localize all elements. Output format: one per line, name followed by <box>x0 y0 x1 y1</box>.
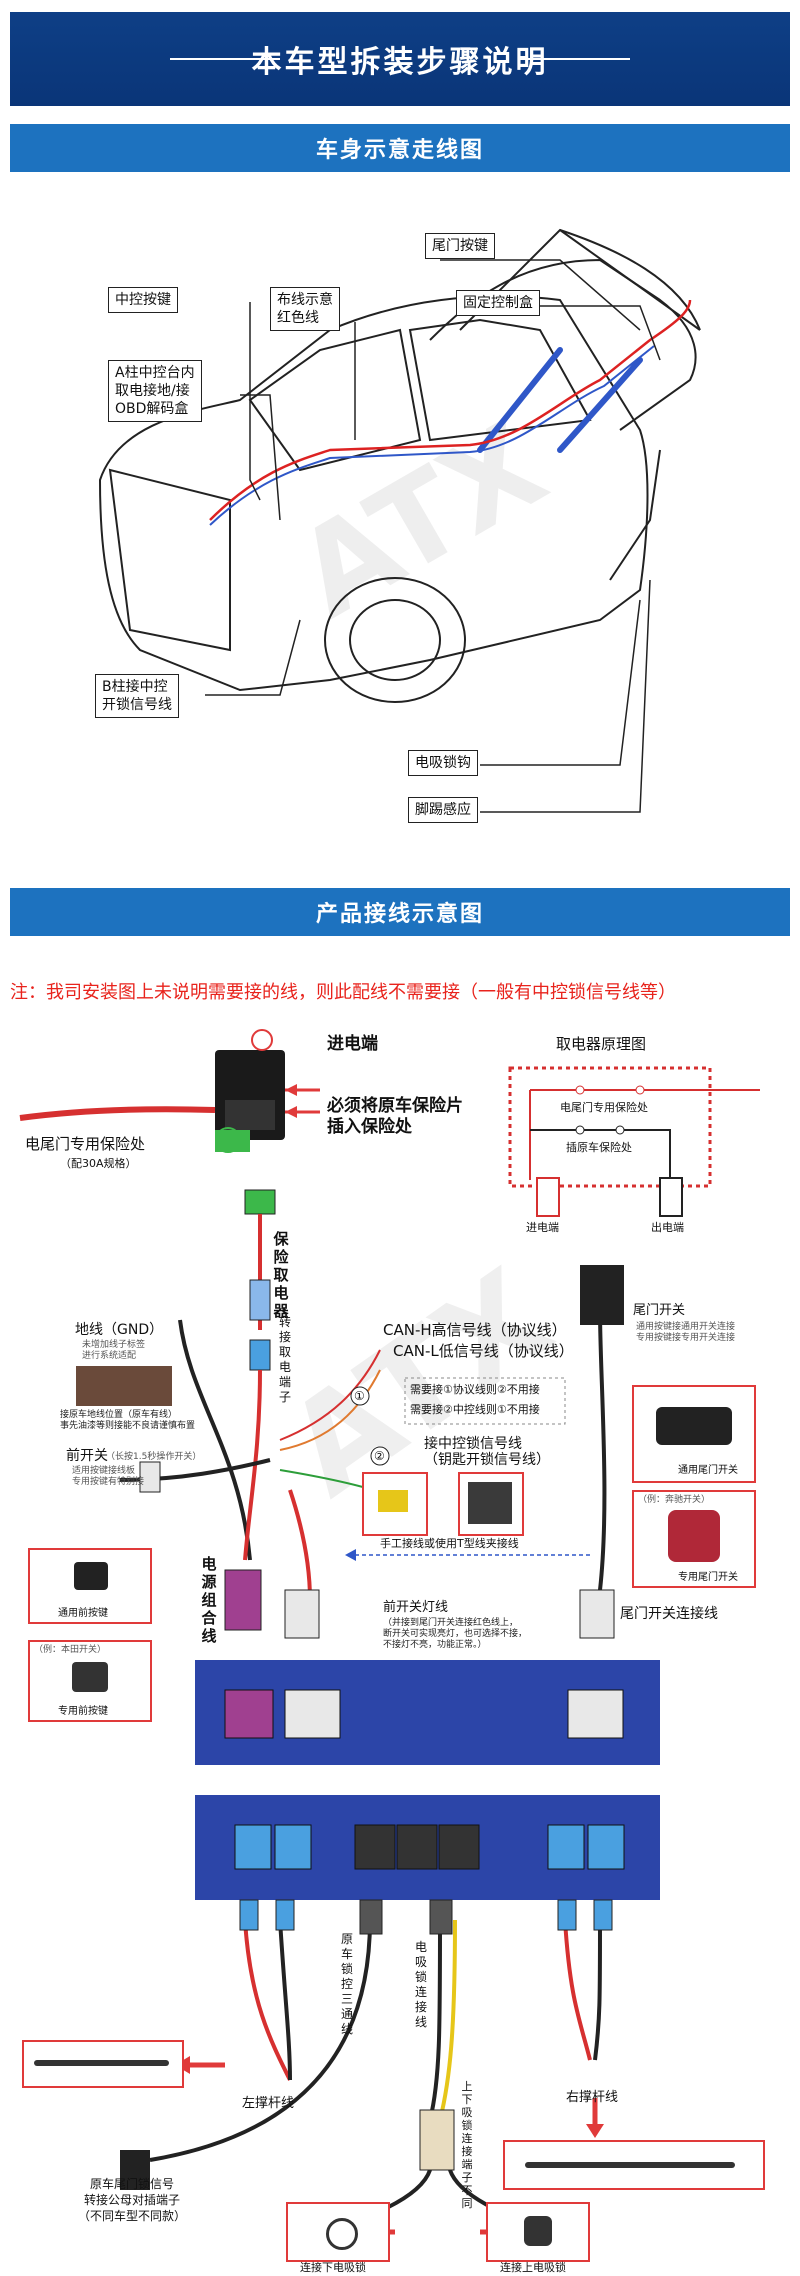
label-b-pillar: B柱接中控 开锁信号线 <box>95 674 179 718</box>
label-front-switch-note: （长按1.5秒操作开关） <box>106 1452 202 1462</box>
label-protocol-note1: 需要接①协议线则②不用接 <box>410 1383 540 1396</box>
section-wiring-title: 产品接线示意图 <box>10 888 790 936</box>
example-orig-caption: （例：本田开关） <box>34 1645 107 1655</box>
label-power-combo: 电源组合线 <box>201 1555 217 1645</box>
header-rule-right <box>520 58 630 60</box>
lower-lock-image <box>286 2202 390 2262</box>
label-fixed-box: 固定控制盒 <box>456 290 540 316</box>
label-conn-lower: 连接下电吸锁 <box>300 2261 366 2274</box>
label-front-light: 前开关灯线 <box>383 1600 449 1615</box>
upper-lock-image <box>486 2202 590 2262</box>
label-protocol-note2: 需要接②中控线则①不用接 <box>410 1403 540 1416</box>
fetcher-principle <box>508 1066 760 1217</box>
label-updown: 上下吸锁连接端子不同 <box>461 2080 473 2210</box>
special-front-button-image: （例：本田开关） 专用前按键 <box>28 1640 152 1722</box>
fuse-holder <box>215 1029 285 1153</box>
circle-1: ① <box>354 1389 365 1403</box>
example-oth-caption: （例：奔驰开关） <box>638 1495 711 1505</box>
leader-lines <box>205 259 661 813</box>
label-right-strut: 右撑杆线 <box>566 2090 619 2105</box>
label-fetcher-title: 取电器原理图 <box>556 1035 647 1053</box>
car-diagram: ATX <box>98 228 701 813</box>
label-fetcher-orig-fuse: 插原车保险处 <box>566 1141 632 1154</box>
label-power-in: 进电端 <box>327 1034 378 1054</box>
generic-front-button-caption: 通用前按键 <box>58 1608 108 1619</box>
section-car-routing-title: 车身示意走线图 <box>10 124 790 172</box>
label-tail-switch: 尾门开关 <box>633 1303 686 1318</box>
label-fetcher-tail-fuse: 电尾门专用保险处 <box>560 1101 648 1114</box>
label-can-h: CAN-H高信号线（协议线） <box>383 1321 567 1339</box>
label-gnd: 地线（GND） <box>75 1322 164 1338</box>
label-tail-switch-conn: 尾门开关连接线 <box>620 1606 718 1622</box>
install-note: 注：我司安装图上未说明需要接的线，则此配线不需要接（一般有中控锁信号线等） <box>10 982 676 1003</box>
control-box-top <box>195 1660 660 1765</box>
label-gnd-caption: 接原车地线位置（原车有线） 事先油漆等则接能不良请谨慎布置 <box>60 1410 196 1431</box>
splice-photo-2 <box>458 1472 524 1536</box>
label-center-key: 中控按键 <box>108 287 178 313</box>
label-tail-switch-note: 通用按键接通用开关连接 专用按键接专用开关连接 <box>636 1322 736 1343</box>
page-header: 本车型拆装步骤说明 <box>10 12 790 106</box>
label-fetcher-in: 进电端 <box>526 1221 559 1234</box>
label-can-l: CAN-L低信号线（协议线） <box>393 1342 574 1360</box>
label-fuse-take: 保险取电器 <box>273 1230 289 1320</box>
red-power-wire <box>19 1106 216 1121</box>
label-wiring-red: 布线示意 红色线 <box>270 287 340 331</box>
label-front-switch-sub: 适用按键接线板 专用按键有特别接 <box>72 1466 145 1487</box>
label-must-insert: 必须将原车保险片 插入保险处 <box>327 1096 463 1137</box>
car-outline <box>98 228 701 703</box>
page-title: 本车型拆装步骤说明 <box>251 45 549 80</box>
gnd-photo <box>76 1366 172 1406</box>
left-strut-image <box>22 2040 184 2088</box>
label-left-strut: 左撑杆线 <box>242 2096 295 2111</box>
struts <box>477 347 643 453</box>
label-adapter: 转接取电端子 <box>278 1315 291 1404</box>
label-splice-caption: 手工接线或使用T型线夹接线 <box>380 1537 519 1550</box>
label-gnd-note: 未增加线子标签 进行系统适配 <box>82 1340 146 1361</box>
label-orig-lock: 原车锁控三通线 <box>340 1932 353 2036</box>
label-kick-sensor: 脚踢感应 <box>408 797 478 823</box>
tail-switch-plug <box>580 1265 624 1325</box>
label-tail-fuse: 电尾门专用保险处 <box>25 1135 146 1153</box>
circle-2: ② <box>374 1449 385 1463</box>
label-tail-button: 尾门按键 <box>425 233 495 259</box>
generic-front-button-image: 通用前按键 <box>28 1548 152 1624</box>
label-front-switch: 前开关 <box>66 1448 108 1464</box>
wiring-route-blue <box>209 345 655 526</box>
splice-photo-1 <box>362 1472 428 1536</box>
label-conn-upper: 连接上电吸锁 <box>500 2261 566 2274</box>
label-a-pillar: A柱中控台内 取电接地/接 OBD解码盒 <box>108 360 202 422</box>
generic-tail-switch-caption: 通用尾门开关 <box>678 1465 738 1476</box>
label-e-lock-conn: 电吸锁连接线 <box>414 1940 427 2029</box>
control-box-bottom <box>195 1795 660 1900</box>
label-center-lock: 接中控锁信号线 （钥匙开锁信号线） <box>424 1436 550 1468</box>
power-combo-plug <box>224 1569 262 1631</box>
special-front-button-caption: 专用前按键 <box>58 1706 108 1717</box>
special-tail-switch-caption: 专用尾门开关 <box>678 1572 738 1583</box>
label-orig-signal: 原车尾门锁信号 转接公母对插端子 （不同车型不同款） <box>78 2177 187 2223</box>
header-rule-left <box>170 58 280 60</box>
label-e-lock: 电吸锁钩 <box>408 750 478 776</box>
generic-tail-switch-image: 通用尾门开关 <box>632 1385 756 1483</box>
label-tail-fuse-spec: （配30A规格） <box>60 1157 137 1170</box>
label-front-light-note: （并接到尾门开关连接红色线上， 断开关可实现亮灯，也可选择不接， 不接灯不亮，功… <box>383 1618 528 1650</box>
label-fetcher-out: 出电端 <box>651 1221 684 1234</box>
right-strut-image <box>503 2140 765 2190</box>
special-tail-switch-image: （例：奔驰开关） 专用尾门开关 <box>632 1490 756 1588</box>
fuse-tap <box>244 1189 276 1371</box>
